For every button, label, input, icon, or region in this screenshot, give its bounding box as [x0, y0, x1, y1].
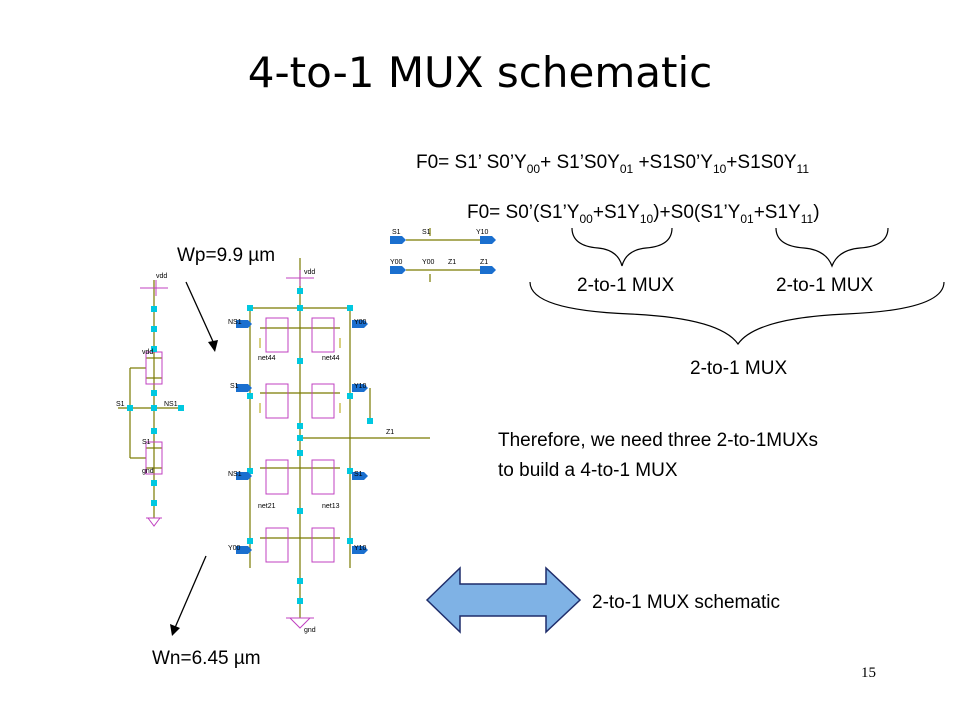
left-node-dots: [127, 306, 184, 506]
transistor-symbols: [265, 270, 335, 629]
svg-text:NS1: NS1: [228, 319, 242, 326]
brace-left: [571, 227, 673, 267]
top-right-gate-symbols: [406, 228, 480, 282]
svg-text:Y00: Y00: [354, 319, 367, 326]
svg-text:Z1: Z1: [448, 259, 456, 266]
svg-text:vdd: vdd: [156, 273, 167, 280]
svg-text:Z1: Z1: [386, 429, 394, 436]
svg-text:net13: net13: [322, 503, 340, 510]
svg-text:S1: S1: [354, 471, 363, 478]
svg-text:net44: net44: [322, 355, 340, 362]
svg-text:S1: S1: [230, 383, 239, 390]
svg-text:net21: net21: [258, 503, 276, 510]
svg-text:Y00: Y00: [390, 259, 403, 266]
svg-text:S1: S1: [392, 229, 401, 236]
conclusion-line-1: Therefore, we need three 2-to-1MUXs: [498, 430, 818, 451]
main-circuit-wires: [249, 258, 430, 618]
svg-text:Y10: Y10: [354, 545, 367, 552]
wp-arrow-head: [208, 340, 218, 352]
mux-label-left: 2-to-1 MUX: [577, 275, 675, 296]
equation-sum-of-products: F0= S1’ S0’Y00+ S1’S0Y01 +S1S0’Y10+S1S0Y…: [416, 152, 810, 176]
mux-label-bottom: 2-to-1 MUX: [690, 358, 788, 379]
svg-text:Y10: Y10: [476, 229, 489, 236]
wn-arrow-head: [170, 624, 180, 636]
svg-text:S1: S1: [142, 439, 151, 446]
svg-text:Y00: Y00: [422, 259, 435, 266]
wp-label: Wp=9.9 µm: [177, 245, 276, 266]
svg-text:net44: net44: [258, 355, 276, 362]
svg-text:NS1: NS1: [228, 471, 242, 478]
pin-markers: [236, 320, 368, 554]
conclusion-line-2: to build a 4-to-1 MUX: [498, 460, 678, 481]
mux-label-right: 2-to-1 MUX: [776, 275, 874, 296]
page-number: 15: [861, 665, 876, 681]
svg-text:vdd: vdd: [304, 269, 315, 276]
wn-label: Wn=6.45 µm: [152, 648, 261, 669]
svg-text:Z1: Z1: [480, 259, 488, 266]
brace-right: [775, 227, 889, 268]
wn-arrow-line: [173, 555, 207, 631]
wp-arrow-line: [185, 281, 216, 347]
svg-text:S1: S1: [116, 401, 125, 408]
svg-text:gnd: gnd: [142, 468, 154, 475]
svg-text:NS1: NS1: [164, 401, 178, 408]
svg-text:vdd: vdd: [142, 349, 153, 356]
arrow-caption: 2-to-1 MUX schematic: [592, 592, 780, 613]
svg-text:gnd: gnd: [304, 627, 316, 634]
svg-text:Y10: Y10: [354, 383, 367, 390]
double-arrow-icon: [425, 566, 582, 634]
brace-bottom: [529, 281, 945, 346]
svg-text:S1: S1: [422, 229, 431, 236]
slide-title: 4-to-1 MUX schematic: [247, 48, 713, 97]
svg-text:Y00: Y00: [228, 545, 241, 552]
left-transmission-gate: [118, 280, 180, 518]
main-node-dots: [247, 288, 373, 604]
equation-factored: F0= S0’(S1’Y00+S1Y10)+S0(S1’Y01+S1Y11): [467, 202, 820, 226]
mux-schematic: vdd S1 gnd S1 NS1 vdd: [116, 228, 496, 634]
